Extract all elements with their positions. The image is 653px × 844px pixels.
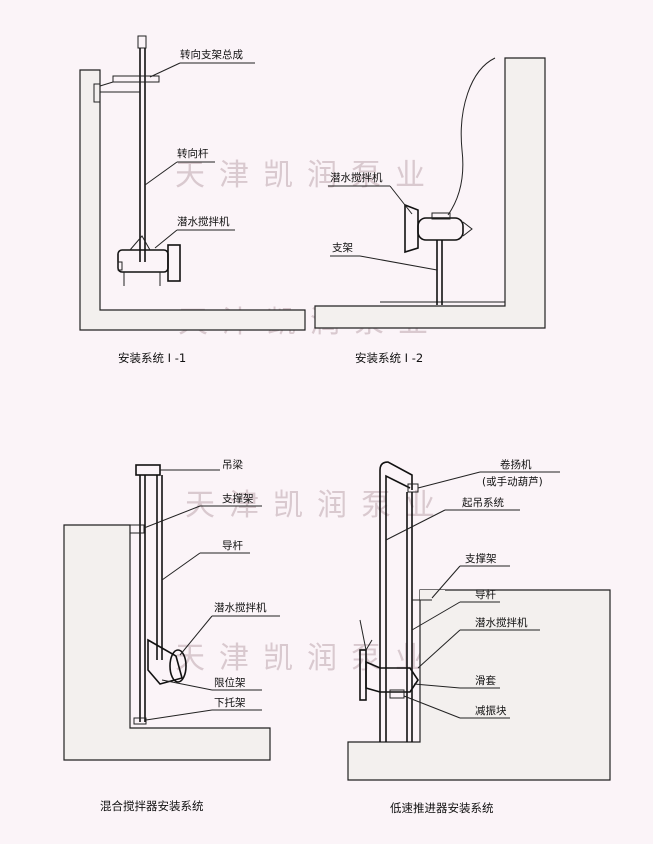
- label-turning-rod: 转向杆: [177, 147, 209, 160]
- caption-mixer-system: 混合搅拌器安装系统: [100, 799, 204, 813]
- diagram-mixer-system: 吊梁 支撑架 导杆 潜水搅拌机 限位架 下托架 混合搅拌器安装系统: [63, 458, 280, 813]
- caption-system-2: 安装系统 I -2: [355, 351, 423, 365]
- concrete-wall: [79, 69, 306, 331]
- rod-top: [137, 35, 147, 49]
- watermark-text: 天津凯润泵业: [175, 158, 439, 193]
- label-turning-bracket: 转向支架总成: [180, 48, 243, 61]
- support-frame: [129, 524, 145, 534]
- label-lifting-system: 起吊系统: [462, 496, 504, 509]
- diagram-propeller-system: 卷扬机 (或手动葫芦) 起吊系统 支撑架 导杆 潜水搅拌机 滑套 减振块 低速推…: [347, 458, 611, 815]
- label-support-frame: 支撑架: [222, 492, 254, 505]
- submersible-mixer: [117, 235, 181, 286]
- label-mixer: 潜水搅拌机: [475, 616, 528, 629]
- label-guide-rod: 导杆: [222, 539, 243, 552]
- diagram-system-2: 潜水搅拌机 支架 安装系统 I -2: [314, 57, 546, 365]
- low-speed-propeller: [359, 619, 419, 701]
- label-mixer: 潜水搅拌机: [177, 215, 230, 228]
- power-cable: [447, 57, 496, 216]
- turning-bracket: [112, 75, 160, 83]
- caption-system-1: 安装系统 I -1: [118, 351, 186, 365]
- diagram-system-1: 转向支架总成 转向杆 潜水搅拌机 安装系统 I -1: [79, 35, 306, 365]
- label-guide-rod: 导杆: [475, 588, 496, 601]
- submersible-mixer: [147, 638, 187, 685]
- label-lower-bracket: 下托架: [214, 696, 246, 709]
- label-damper: 减振块: [475, 704, 507, 717]
- concrete-wall: [314, 57, 546, 329]
- hanging-beam: [135, 464, 161, 476]
- label-winch: 卷扬机: [500, 458, 532, 471]
- label-sleeve: 滑套: [475, 674, 496, 687]
- label-support-frame: 支撑架: [465, 552, 497, 565]
- lifting-frame: [379, 461, 413, 742]
- concrete-wall: [347, 589, 611, 781]
- label-mixer: 潜水搅拌机: [214, 601, 267, 614]
- watermark-text: 天津凯润泵业: [175, 641, 439, 676]
- label-mixer: 潜水搅拌机: [330, 171, 383, 184]
- label-limit-frame: 限位架: [214, 676, 246, 689]
- caption-propeller-system: 低速推进器安装系统: [390, 801, 494, 815]
- label-hanging-beam: 吊梁: [222, 458, 243, 471]
- submersible-mixer: [404, 203, 473, 254]
- lower-bracket: [133, 717, 147, 725]
- label-support: 支架: [332, 242, 353, 254]
- label-winch-note: (或手动葫芦): [482, 475, 543, 488]
